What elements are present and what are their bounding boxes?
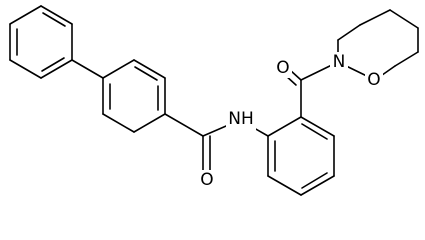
molecule-drawing: O NH O N O: [9, 5, 419, 196]
bond: [40, 59, 73, 79]
amide-nitrogen-label: NH: [228, 109, 254, 129]
bond: [267, 116, 302, 137]
bond: [9, 59, 42, 79]
aniline-ring: [267, 116, 335, 196]
phenyl-ring: [9, 5, 73, 79]
bond: [337, 24, 361, 41]
bond: [359, 9, 391, 26]
bond: [9, 5, 42, 25]
bond: [133, 113, 166, 133]
biaryl-bond: [71, 59, 104, 79]
ketone-oxygen-label: O: [276, 58, 289, 78]
benzoyl-ring: [102, 59, 166, 133]
morpholine-nitrogen-label: N: [333, 52, 346, 72]
amide-oxygen-label: O: [200, 170, 213, 190]
bond: [267, 175, 302, 196]
bond: [394, 51, 419, 67]
bond: [300, 116, 335, 137]
structure-diagram: O NH O N O: [9, 5, 419, 196]
bond-inner: [301, 172, 328, 189]
bond-inner: [301, 123, 328, 140]
bond: [133, 59, 166, 79]
bond: [389, 9, 419, 29]
bond-inner: [41, 57, 65, 72]
atom-labels: O NH O N O: [199, 52, 383, 190]
bond-inner: [42, 12, 66, 27]
morpholine-ring: [337, 9, 419, 81]
bond: [164, 113, 204, 137]
bond: [300, 175, 335, 196]
bond: [102, 59, 135, 79]
bond: [102, 113, 135, 133]
morpholine-oxygen-label: O: [367, 70, 380, 90]
bond-inner: [134, 66, 158, 81]
bond: [40, 5, 73, 25]
